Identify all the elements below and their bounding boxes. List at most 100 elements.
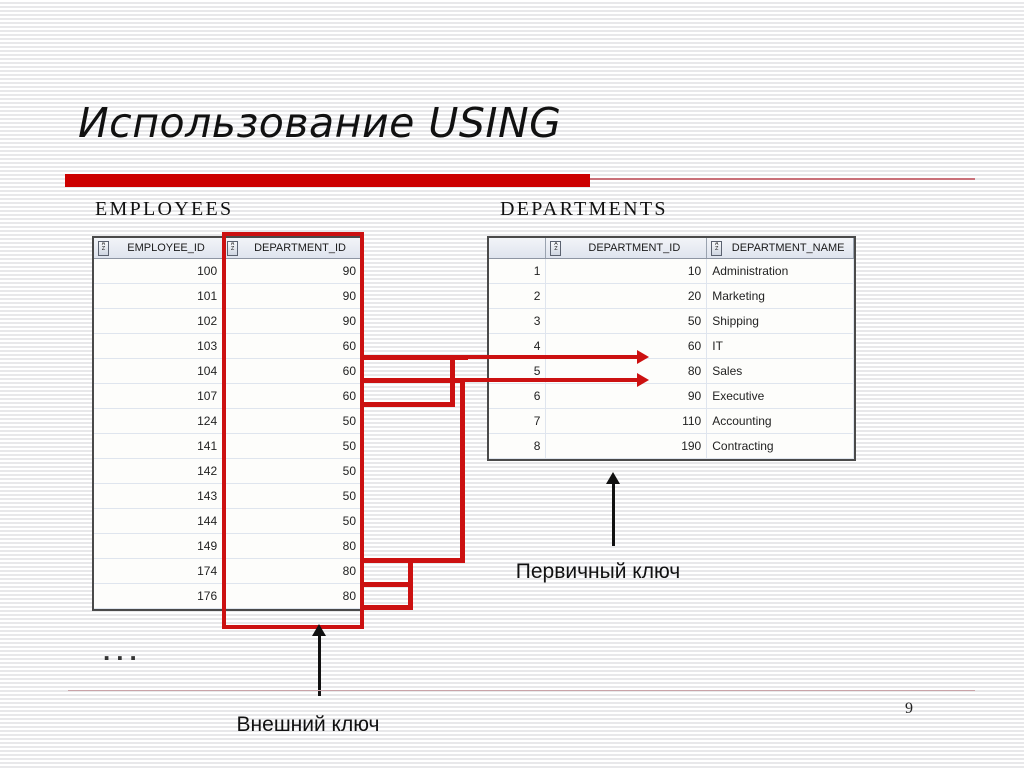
table-cell: 142 (94, 458, 224, 484)
table-cell: 50 (222, 408, 362, 434)
table-cell: 141 (94, 433, 224, 459)
table-cell: Contracting (706, 433, 854, 459)
table-cell: 104 (94, 358, 224, 384)
connector-arrowhead (637, 350, 649, 364)
page-title: Использование USING (78, 99, 562, 147)
connector-arrowhead (637, 373, 649, 387)
connector-line (360, 402, 450, 407)
table-cell: 80 (222, 558, 362, 584)
table-cell: Shipping (706, 308, 854, 334)
column-header-label: EMPLOYEE_ID (127, 242, 205, 254)
table-cell: 20 (545, 283, 708, 309)
table-cell: 90 (222, 283, 362, 309)
connector-line (450, 355, 643, 359)
connector-line (450, 355, 455, 407)
row-number: 6 (489, 383, 547, 409)
table-cell: 174 (94, 558, 224, 584)
table-cell: 107 (94, 383, 224, 409)
connector-line (360, 582, 412, 587)
table-cell: 176 (94, 583, 224, 609)
row-number: 1 (489, 258, 547, 284)
connector-line (408, 558, 413, 610)
table-cell: 124 (94, 408, 224, 434)
primary-key-arrow-head (606, 472, 620, 484)
table-cell: 190 (545, 433, 708, 459)
table-cell: 50 (545, 308, 708, 334)
table-cell: IT (706, 333, 854, 359)
title-accent-bar (65, 174, 590, 187)
row-number: 7 (489, 408, 547, 434)
table-cell: 102 (94, 308, 224, 334)
departments-table-caption: DEPARTMENTS (500, 198, 668, 220)
table-cell: Administration (706, 258, 854, 284)
primary-key-arrow-shaft (612, 484, 615, 546)
page-number: 9 (905, 700, 913, 717)
table-cell: 143 (94, 483, 224, 509)
table-cell: 50 (222, 458, 362, 484)
title-accent-rule (590, 178, 975, 180)
connector-line (413, 558, 465, 563)
table-cell: 10 (545, 258, 708, 284)
table-cell: 90 (545, 383, 708, 409)
table-cell: Executive (706, 383, 854, 409)
table-cell: Accounting (706, 408, 854, 434)
table-cell: 110 (545, 408, 708, 434)
column-header-label: DEPARTMENT_ID (254, 242, 346, 254)
table-cell: Marketing (706, 283, 854, 309)
connector-line (360, 605, 412, 610)
row-number: 4 (489, 333, 547, 359)
table-cell: 101 (94, 283, 224, 309)
employees-table-caption: EMPLOYEES (95, 198, 234, 220)
connector-line (460, 378, 643, 382)
table-cell: 60 (222, 358, 362, 384)
table-cell: 50 (222, 508, 362, 534)
table-cell: 50 (222, 433, 362, 459)
column-header-label: DEPARTMENT_NAME (731, 242, 845, 254)
table-cell: 103 (94, 333, 224, 359)
table-cell: 60 (222, 383, 362, 409)
connector-line (360, 355, 468, 360)
table-cell: 100 (94, 258, 224, 284)
column-header-label: DEPARTMENT_ID (588, 242, 681, 254)
table-cell: Sales (706, 358, 854, 384)
foreign-key-arrow-head (312, 624, 326, 636)
primary-key-label: Первичный ключ (515, 560, 681, 583)
foreign-key-label: Внешний ключ (236, 713, 380, 736)
foreign-key-arrow-shaft (318, 636, 321, 696)
table-cell: 80 (222, 583, 362, 609)
table-cell: 80 (222, 533, 362, 559)
row-number: 8 (489, 433, 547, 459)
column-header-rownum (489, 238, 547, 259)
